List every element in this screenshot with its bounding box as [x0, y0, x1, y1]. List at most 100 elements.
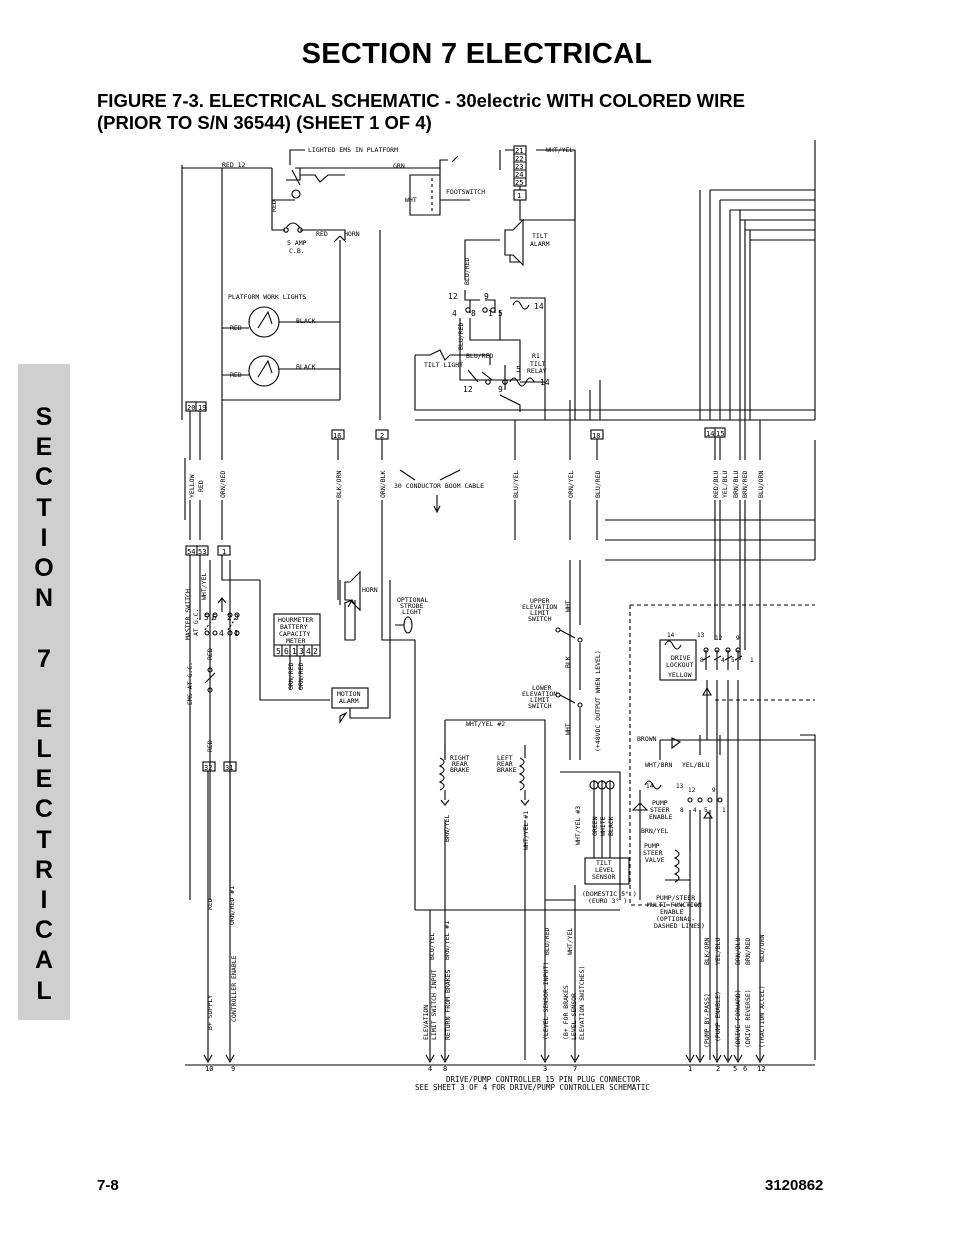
- side-tab-letter: R: [34, 855, 54, 884]
- label-grn: GRN: [393, 162, 405, 170]
- pin-6: 6: [743, 1065, 747, 1073]
- label-lower-3: LIMIT: [530, 696, 550, 704]
- label-dl-9: 9: [736, 635, 740, 642]
- label-wire-orn-red: ORN/RED: [219, 471, 227, 498]
- label-upper-3: LIMIT: [530, 609, 550, 617]
- label-light: LIGHT: [402, 608, 422, 616]
- label-wire-brn-blu: BRN/BLU: [732, 471, 740, 498]
- label-lockout: LOCKOUT: [666, 661, 693, 669]
- label-brn-red-b: BRN/RED: [744, 938, 752, 965]
- side-tab-letter: A: [34, 946, 54, 975]
- label-wht-yel-1: WHT/YEL #1: [522, 811, 530, 850]
- label-cb: C.B.: [289, 247, 305, 255]
- label-ms-3: 3: [234, 613, 239, 622]
- label-psmf-2: MULTI-FUNCTION: [647, 901, 702, 909]
- label-red-low: RED: [206, 740, 214, 752]
- label-wht-yel-3: WHT/YEL #3: [574, 806, 582, 845]
- label-dl-12: 12: [715, 635, 723, 642]
- label-ps-9: 9: [712, 787, 716, 794]
- label-black-w: BLACK: [607, 816, 615, 836]
- label-red12: RED 12: [222, 161, 246, 169]
- label-dl-13: 13: [697, 632, 705, 639]
- side-tab-letter: L: [36, 976, 52, 1005]
- label-ms-4: 4: [219, 629, 224, 638]
- label-euro: (EURO 3° ): [588, 897, 627, 905]
- label-right-rear-1: RIGHT: [450, 754, 470, 762]
- label-right-rear-2: REAR: [452, 760, 468, 768]
- connector-line1: DRIVE/PUMP CONTROLLER 15 PIN PLUG CONNEC…: [446, 1075, 641, 1084]
- section-title: SECTION 7 ELECTRICAL: [301, 38, 653, 70]
- label-dl-1: 1: [750, 657, 754, 664]
- label-strobe: STROBE: [400, 602, 424, 610]
- label-blu-red-c: BLU/RED: [466, 352, 493, 360]
- label-ms-5: 5: [204, 613, 209, 622]
- label-grn-red-low: GRN/RED: [287, 663, 295, 690]
- label-red-d: RED: [230, 371, 242, 379]
- label-blu-yel-b: BLU/YEL: [428, 933, 436, 960]
- label-relay: RELAY: [527, 367, 547, 375]
- label-ps-14: 14: [646, 783, 654, 790]
- side-tab-letter: 7: [37, 644, 51, 673]
- label-wire-orn-yel: ORN/YEL: [567, 471, 575, 498]
- label-wht-yel-top: WHT/YEL: [546, 146, 573, 154]
- label-wire-blu-orn: BLU/ORN: [757, 471, 765, 498]
- pin-3: 3: [543, 1065, 547, 1073]
- label-hm-5: 5: [276, 647, 281, 656]
- label-wht-yel-b: WHT/YEL: [566, 928, 574, 955]
- label-n9b: 9: [498, 385, 503, 394]
- label-wht: WHT: [405, 196, 417, 204]
- label-hm-6: 6: [284, 647, 289, 656]
- label-lower-1: LOWER: [532, 684, 552, 692]
- label-upper-2: ELEVATION: [522, 603, 557, 611]
- label-n14a: 14: [534, 302, 544, 311]
- label-pse-2: STEER: [650, 806, 670, 814]
- label-master-switch: MASTER SWITCH: [184, 589, 192, 640]
- label-brown: BROWN: [637, 735, 657, 743]
- label-dl-14: 14: [667, 632, 675, 639]
- label-psv-2: STEER: [643, 849, 663, 857]
- label-wire-blu-red: BLU/RED: [594, 471, 602, 498]
- label-upper-1: UPPER: [530, 597, 550, 605]
- label-psmf-4: (OPTIONAL-: [656, 915, 695, 923]
- label-term-1: 1: [517, 192, 521, 200]
- label-wire-red: RED: [197, 480, 205, 492]
- label-tls-3: SENSOR: [592, 873, 616, 881]
- label-red-c: RED: [230, 324, 242, 332]
- label-level-sensor-input: (LEVEL SENSOR INPUT): [542, 962, 550, 1040]
- label-wire-yel-blu: YEL/BLU: [721, 471, 729, 498]
- label-yel-blu-b: YEL/BLU: [714, 938, 722, 965]
- label-yel-blu-r: YEL/BLU: [682, 761, 709, 769]
- label-return-brakes: RETURN FROM BRAKES: [444, 969, 452, 1040]
- label-black-a: BLACK: [296, 317, 316, 325]
- label-dl-8: 8: [700, 657, 704, 664]
- label-tilt: TILT: [530, 360, 546, 368]
- label-ctrl-enable: CONTROLLER ENABLE: [230, 955, 238, 1022]
- label-tls-2: LEVEL: [595, 866, 615, 874]
- label-blu-red-b: BLU/RED: [543, 928, 551, 955]
- label-psv-3: VALVE: [645, 856, 665, 864]
- label-t31: 31: [225, 764, 233, 772]
- label-5amp: 5 AMP: [287, 239, 307, 247]
- label-b-brakes-3: ELEVATION SWITCHES): [578, 966, 586, 1040]
- label-wire-blk-orn: BLK/ORN: [335, 471, 343, 498]
- label-motion: MOTION: [337, 690, 361, 698]
- label-pse-1: PUMP: [652, 799, 668, 807]
- label-term-21: 21: [515, 147, 523, 155]
- label-tilt-light: TILT LIGHT: [424, 361, 463, 369]
- side-tab-letter: L: [36, 735, 52, 764]
- label-pse-3: ENABLE: [649, 813, 673, 821]
- label-n1a: 1: [488, 309, 493, 318]
- pin-2: 2: [716, 1065, 720, 1073]
- label-wht-brn: WHT/BRN: [645, 761, 672, 769]
- label-t2: 2: [380, 432, 384, 440]
- figure-title: FIGURE 7-3. ELECTRICAL SCHEMATIC - 30ele…: [97, 90, 857, 134]
- label-lighted-ems: LIGHTED EMS IN PLATFORM: [308, 146, 398, 154]
- label-t53: 53: [198, 548, 206, 556]
- label-ps-12: 12: [688, 787, 696, 794]
- label-left-rear-2: REAR: [497, 760, 513, 768]
- label-tilt-alarm2: ALARM: [530, 240, 550, 248]
- label-n14b: 14: [540, 378, 550, 387]
- label-pump-enable: (PUMP ENABLE): [714, 991, 722, 1042]
- page-number: 7-8: [97, 1177, 119, 1194]
